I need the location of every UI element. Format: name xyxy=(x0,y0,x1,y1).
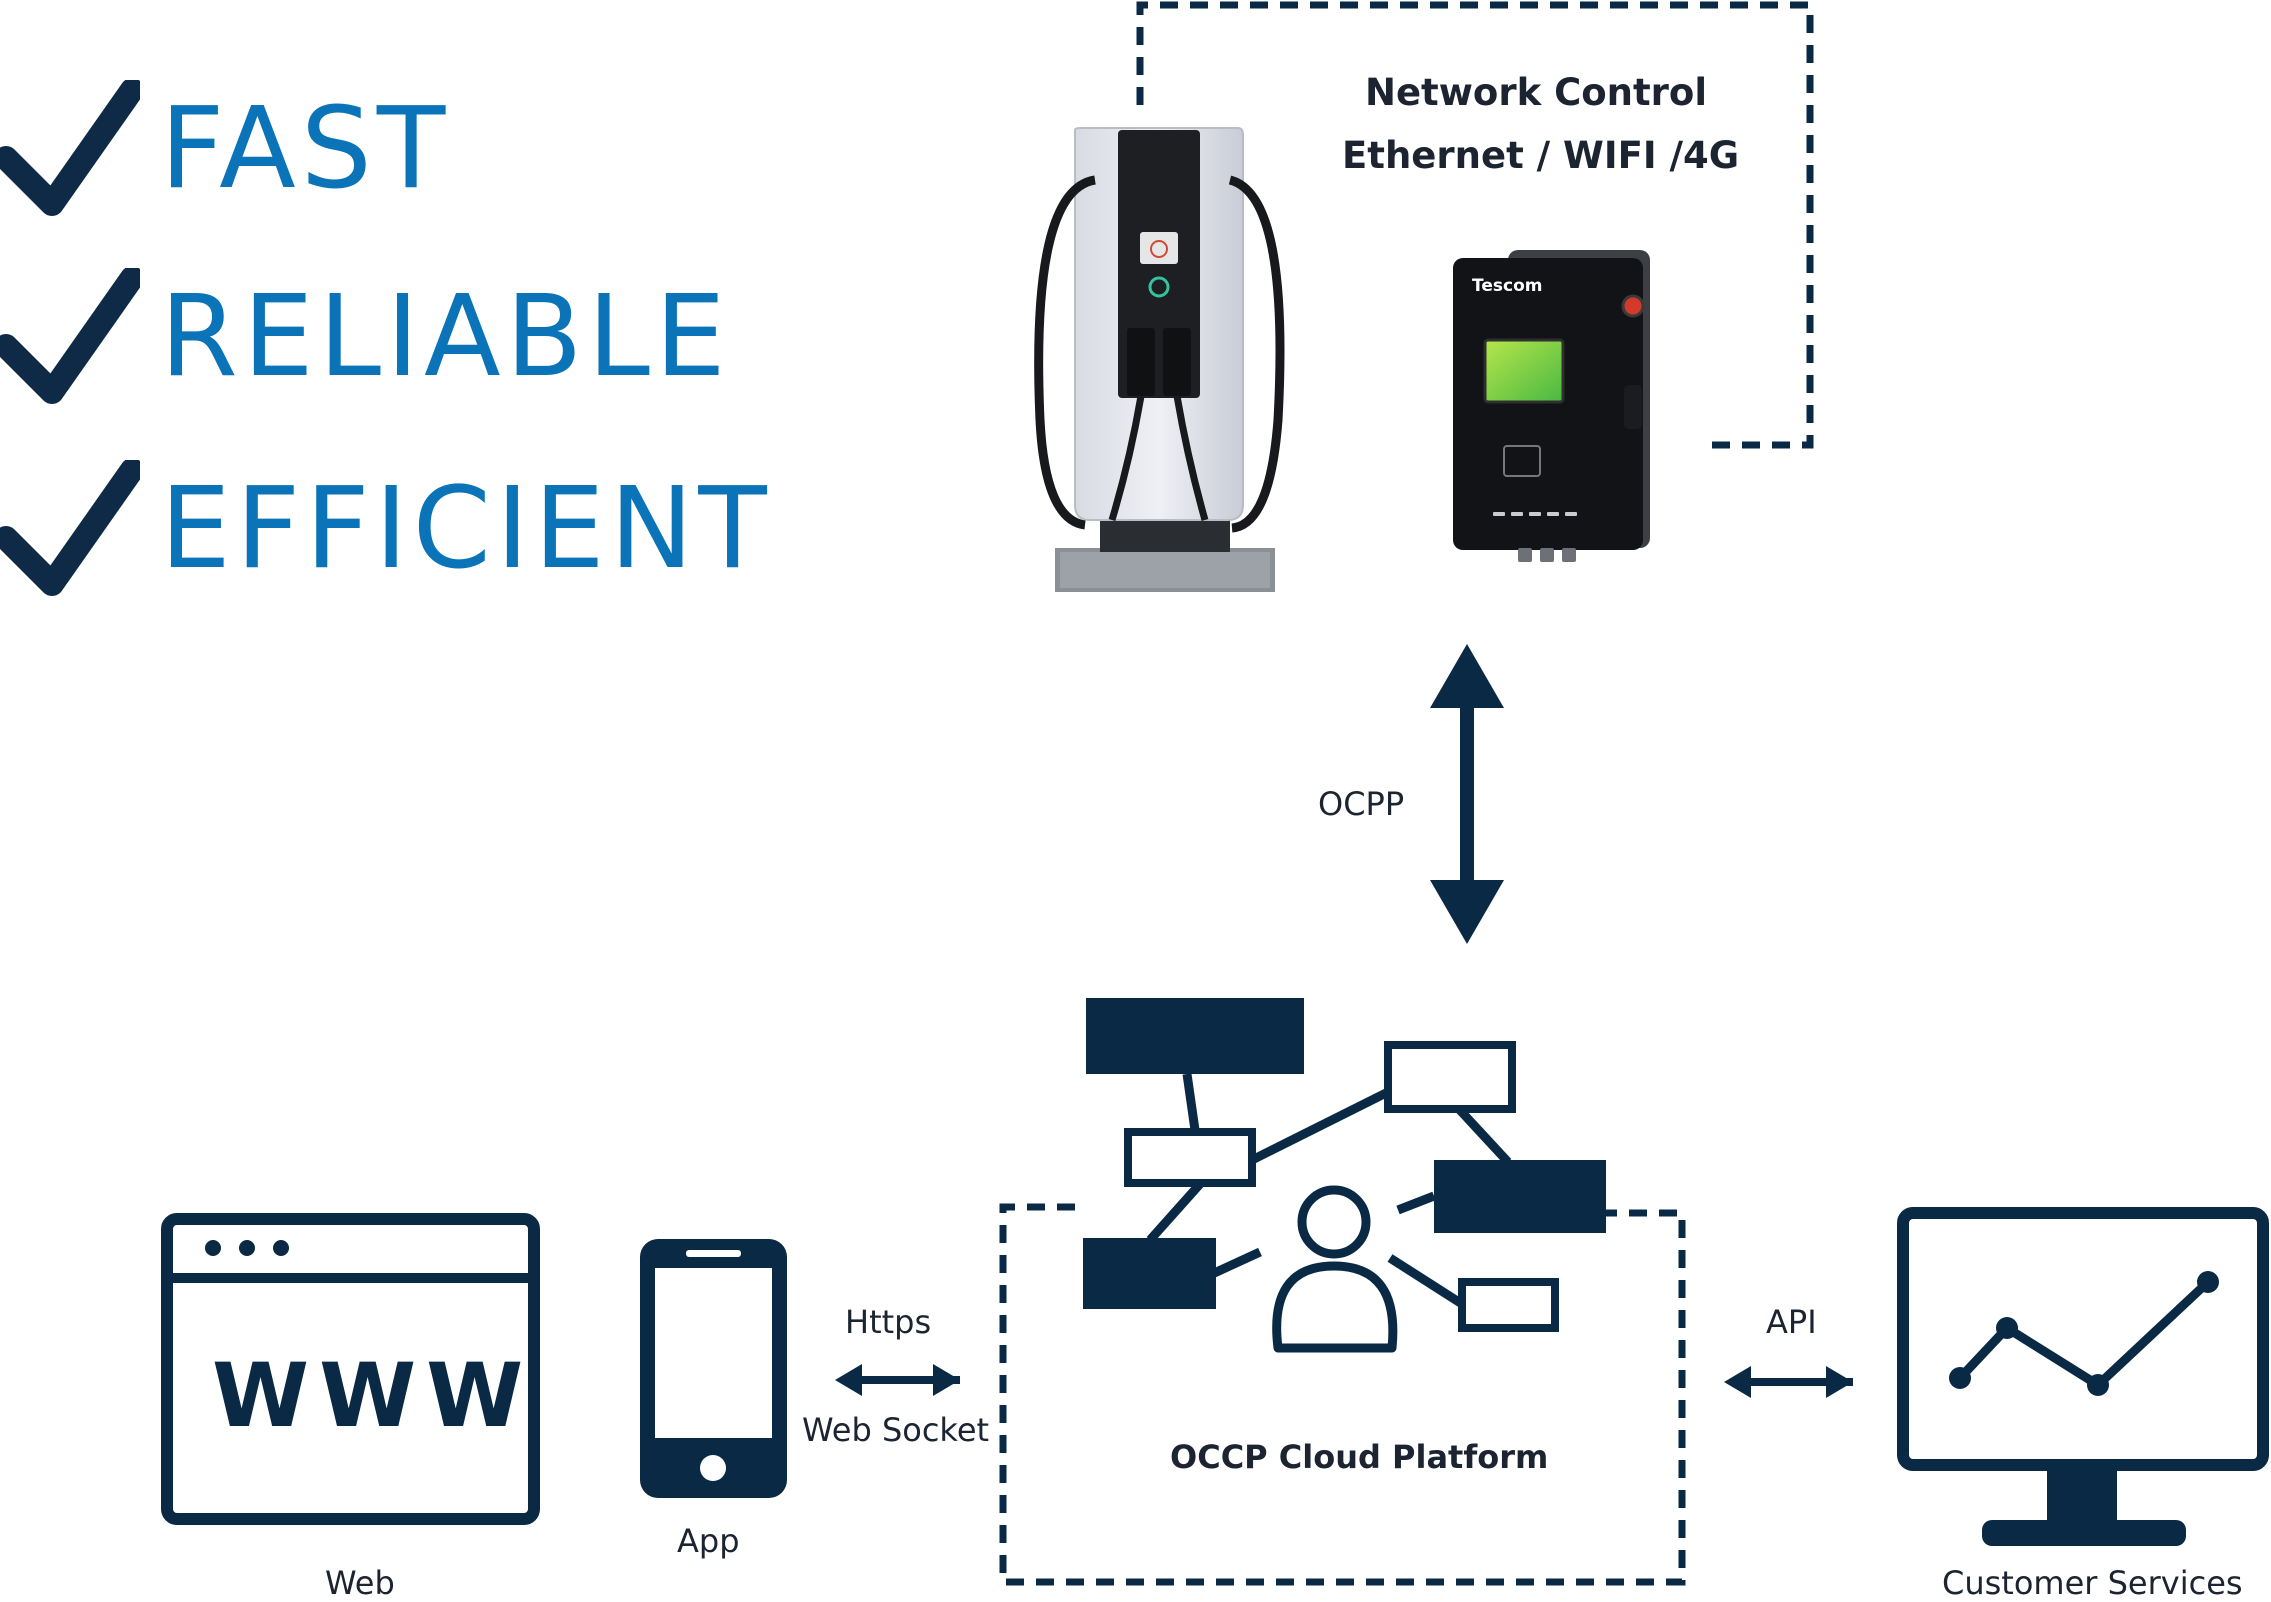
checkmark-icon xyxy=(0,460,140,596)
web-label: Web xyxy=(325,1564,395,1602)
cloud-network-icon xyxy=(1083,998,1606,1353)
api-label: API xyxy=(1766,1303,1817,1341)
wallbox-charger-image xyxy=(1453,250,1650,562)
feature-efficient-label: EFFICIENT xyxy=(160,464,772,594)
monitor-chart-icon xyxy=(1897,1207,2269,1546)
ocpp-arrow xyxy=(1430,644,1504,944)
https-label: Https xyxy=(845,1303,932,1341)
cloud-platform-title: OCCP Cloud Platform xyxy=(1170,1438,1549,1476)
network-link-dashed xyxy=(1136,1,1814,449)
wallbox-brand-label: Tescom xyxy=(1472,276,1543,296)
web-browser-icon xyxy=(161,1213,540,1525)
feature-fast-label: FAST xyxy=(160,84,451,214)
ocpp-label: OCPP xyxy=(1318,785,1405,823)
cloud-platform-frame xyxy=(999,1203,1686,1586)
websocket-label: Web Socket xyxy=(802,1411,990,1449)
customer-services-label: Customer Services xyxy=(1942,1564,2243,1602)
https-arrow xyxy=(835,1364,960,1396)
app-label: App xyxy=(677,1522,740,1560)
api-arrow xyxy=(1724,1366,1853,1398)
feature-reliable-label: RELIABLE xyxy=(160,272,731,402)
network-type-label: Ethernet / WIFI /4G xyxy=(1342,134,1740,177)
checkmark-icon xyxy=(0,268,140,404)
dc-charger-image xyxy=(1034,127,1285,592)
www-text: WWW xyxy=(212,1344,534,1447)
checkmark-icon xyxy=(0,80,140,216)
network-control-label: Network Control xyxy=(1365,71,1708,114)
smartphone-icon xyxy=(640,1239,787,1498)
